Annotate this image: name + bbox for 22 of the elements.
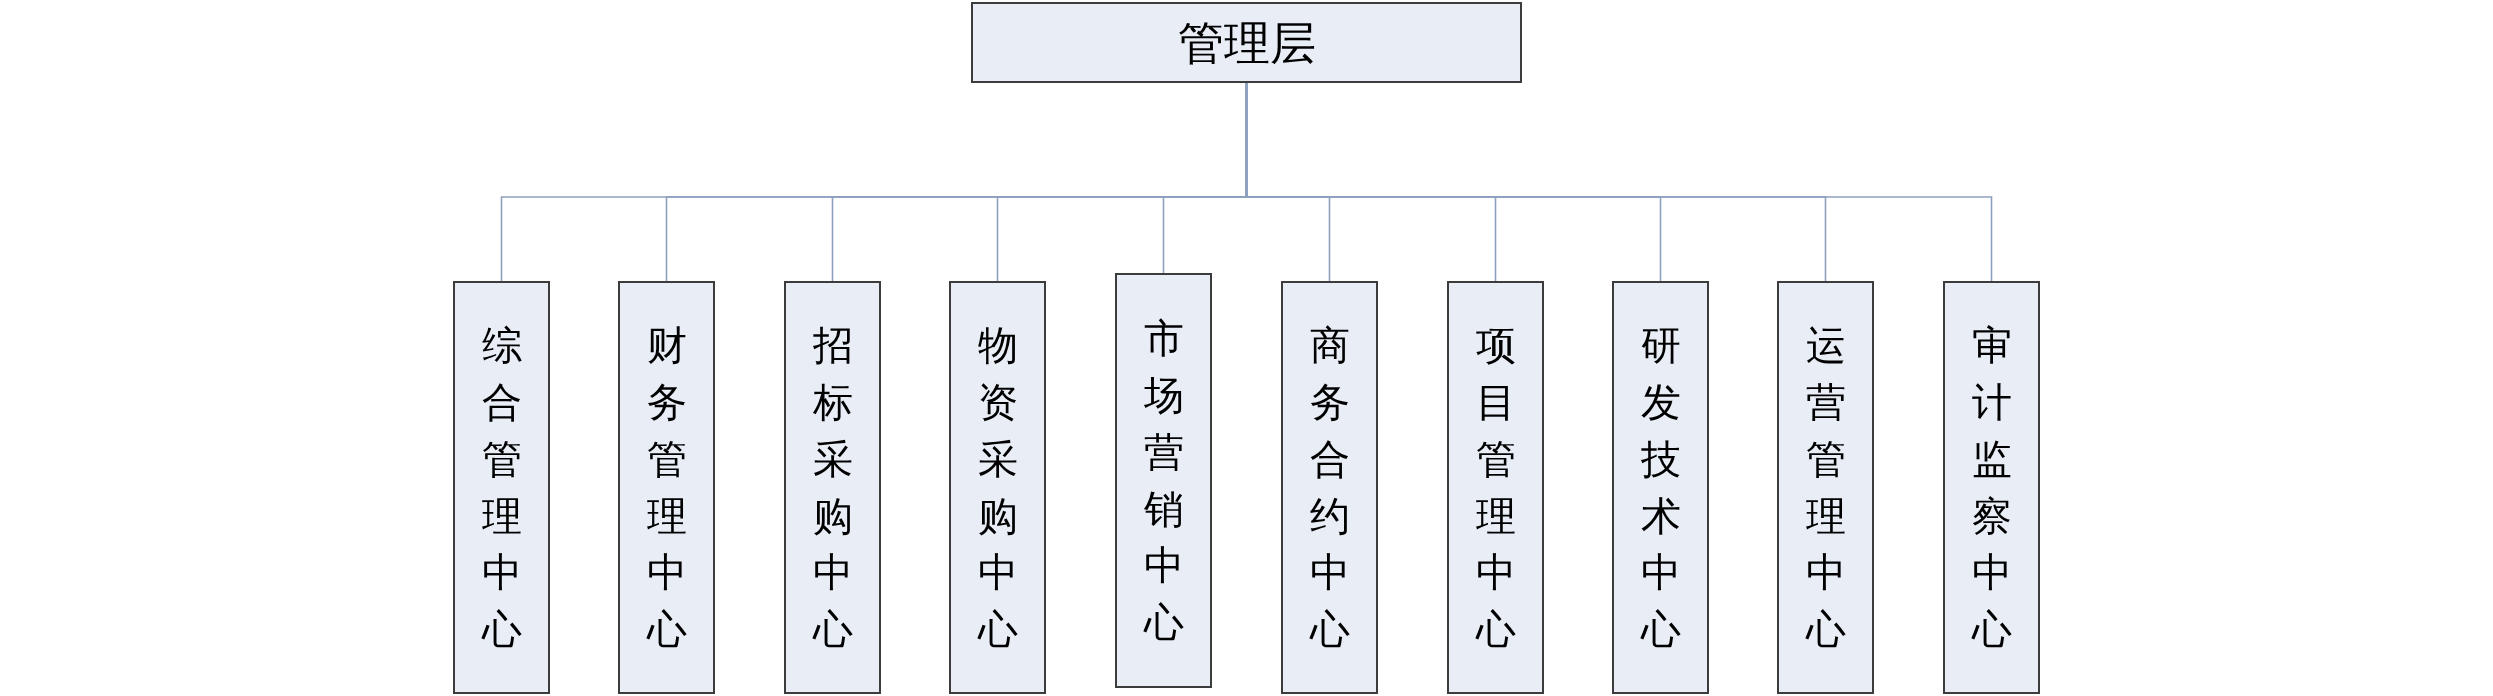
box-title: 管理层: [1177, 19, 1316, 66]
department-name: 市场营销中心: [1143, 315, 1184, 647]
department-box: [618, 281, 715, 694]
department-name: 研发技术中心: [1640, 322, 1681, 654]
department-name: 财务管理中心: [646, 322, 687, 654]
department-box: [1115, 273, 1212, 688]
department-name: 项目管理中心: [1475, 322, 1516, 654]
department-name: 招标采购中心: [812, 322, 853, 654]
department-box: [1777, 281, 1874, 694]
department-box: [453, 281, 550, 694]
department-box: [1447, 281, 1544, 694]
department-name: 审计监察中心: [1971, 322, 2012, 654]
department-box: [784, 281, 881, 694]
department-box: [949, 281, 1046, 694]
department-name: 综合管理中心: [481, 322, 522, 654]
department-name: 物资采购中心: [977, 322, 1018, 654]
department-box: [1281, 281, 1378, 694]
department-name: 运营管理中心: [1805, 322, 1846, 654]
top-level-box: [971, 2, 1522, 83]
department-box: [1612, 281, 1709, 694]
department-name: 商务合约中心: [1309, 322, 1350, 654]
department-box: [1943, 281, 2040, 694]
